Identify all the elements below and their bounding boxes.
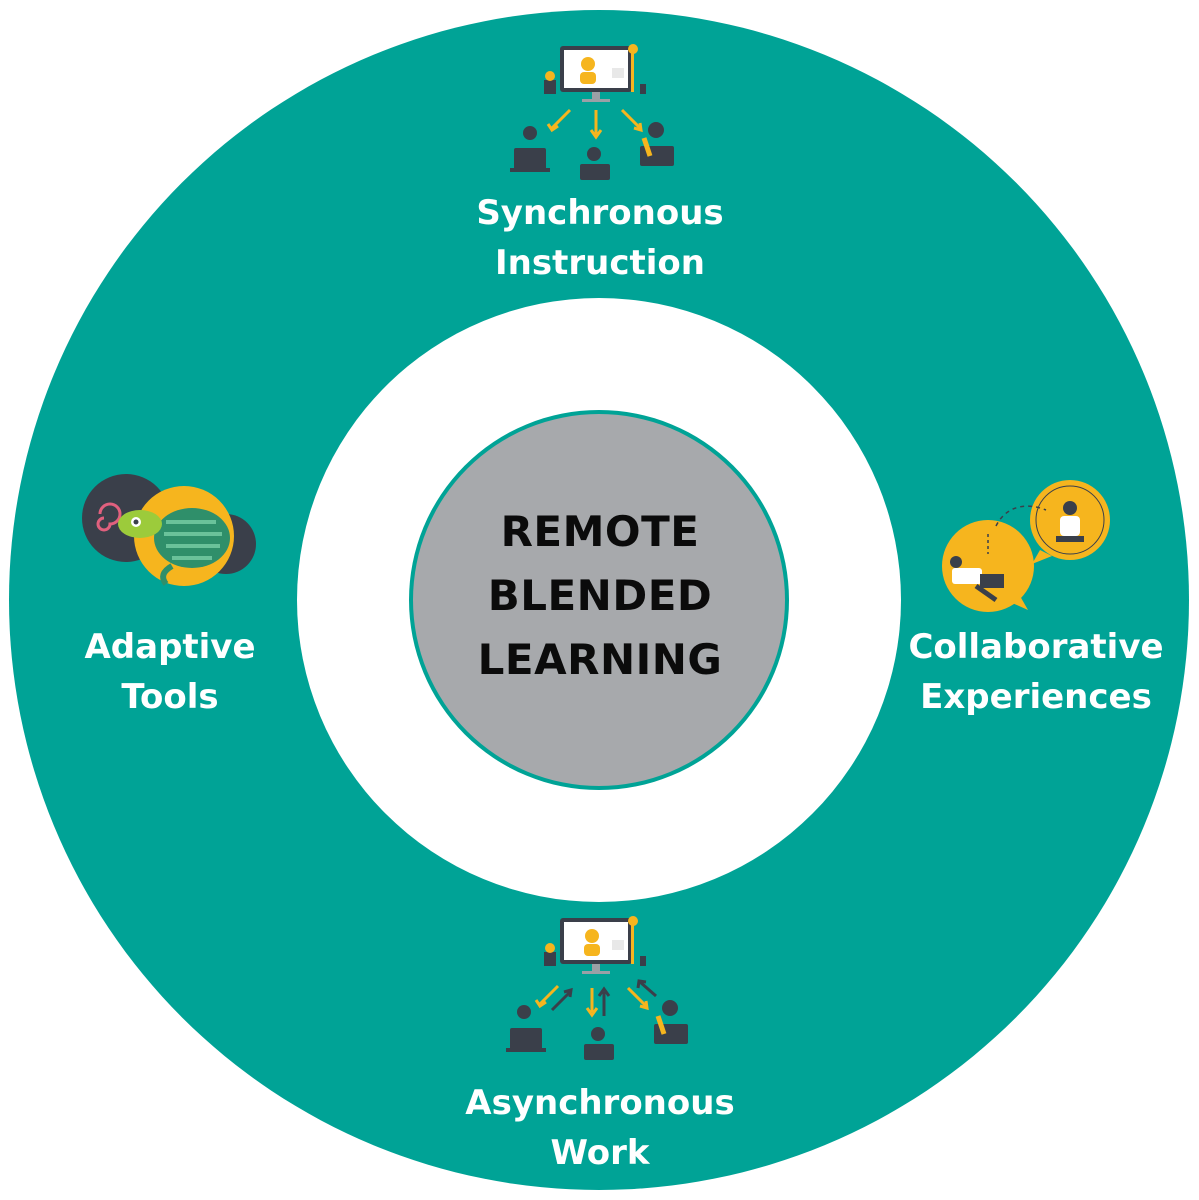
center-title: REMOTE BLENDED LEARNING: [410, 500, 790, 692]
center-circle: [413, 414, 785, 786]
teacher-broadcast-icon: [510, 44, 674, 180]
center-line-2: BLENDED: [487, 571, 713, 620]
center-line-3: LEARNING: [477, 635, 723, 684]
synchronous-label: Synchronous: [476, 193, 724, 233]
chameleon-icon: [82, 474, 256, 586]
chat-bubbles-icon: [942, 480, 1110, 612]
two-way-broadcast-icon: [506, 916, 688, 1060]
instruction-label: Instruction: [495, 243, 705, 283]
segment-label-top: Synchronous Instruction: [440, 188, 760, 288]
segment-label-right: Collaborative Experiences: [880, 622, 1192, 722]
tools-label: Tools: [121, 677, 219, 717]
center-line-1: REMOTE: [500, 507, 700, 556]
asynchronous-label: Asynchronous: [465, 1083, 735, 1123]
experiences-label: Experiences: [920, 677, 1152, 717]
adaptive-label: Adaptive: [84, 627, 256, 667]
work-label: Work: [550, 1133, 650, 1173]
segment-label-bottom: Asynchronous Work: [440, 1078, 760, 1178]
segment-label-left: Adaptive Tools: [40, 622, 300, 722]
collaborative-label: Collaborative: [908, 627, 1164, 667]
